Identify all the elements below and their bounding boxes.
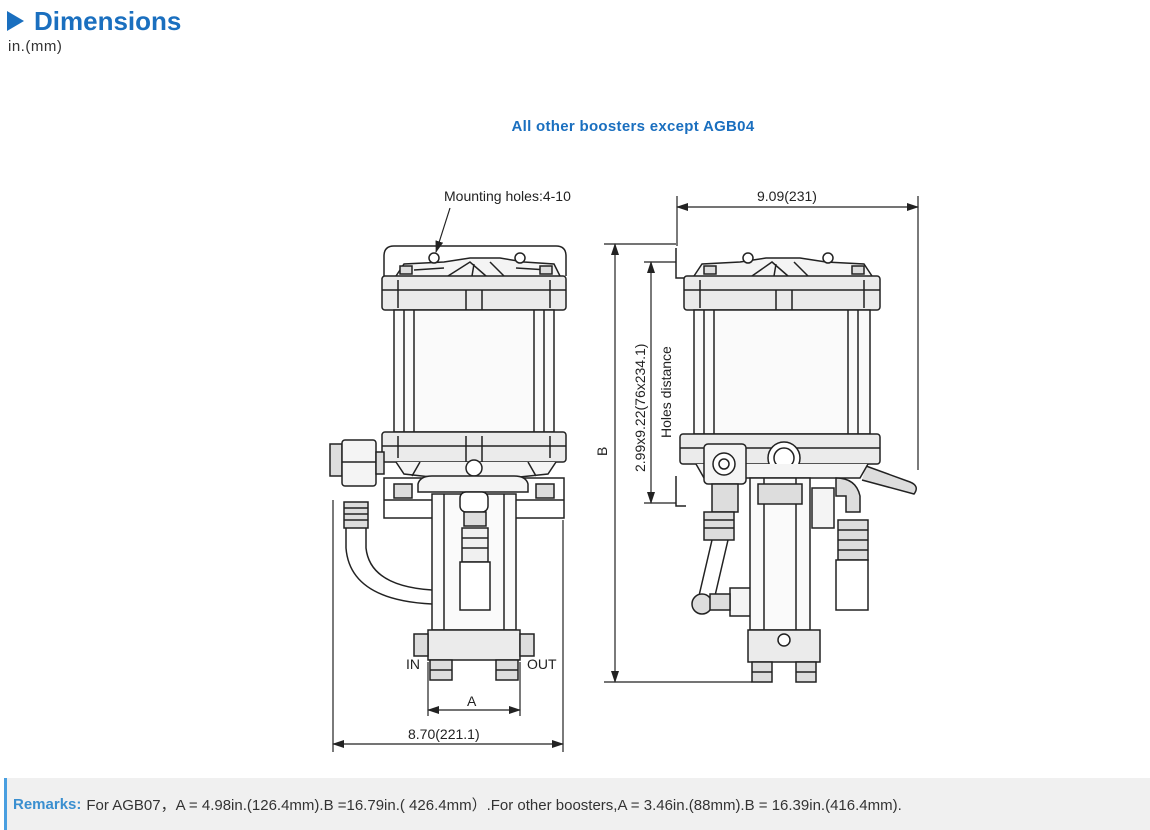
diagram-subtitle: All other boosters except AGB04 xyxy=(511,118,755,135)
holes-size-label: 2.99x9.22(76x234.1) xyxy=(632,344,648,472)
remarks-bar: Remarks: For AGB07，A = 4.98in.(126.4mm).… xyxy=(4,778,1150,830)
dim-b-label: B xyxy=(594,447,610,456)
play-triangle-icon xyxy=(7,11,24,31)
unit-label: in.(mm) xyxy=(8,38,63,55)
dim-b-height xyxy=(604,243,752,683)
holes-distance-label: Holes distance xyxy=(658,346,674,438)
page-title: Dimensions xyxy=(34,6,182,36)
remarks-text: For AGB07，A = 4.98in.(126.4mm).B =16.79i… xyxy=(86,796,902,814)
title-row: Dimensions xyxy=(7,6,181,36)
remarks-label: Remarks: xyxy=(13,795,82,813)
dim-a-label: A xyxy=(467,693,477,709)
port-in-label: IN xyxy=(406,656,420,672)
dim-a xyxy=(427,662,521,716)
dim-bottom-width xyxy=(332,500,564,752)
booster-dimension-drawing: Mounting holes:4-10 A IN OUT 8.70(221.1) xyxy=(329,188,919,752)
front-view xyxy=(329,245,567,681)
side-view xyxy=(675,248,917,683)
dim-top-width xyxy=(676,196,919,470)
dim-holes-distance xyxy=(644,261,676,504)
mounting-holes-callout xyxy=(435,207,451,253)
dim-top-width-label: 9.09(231) xyxy=(757,188,817,204)
header: Dimensions in.(mm) xyxy=(7,6,181,55)
mounting-holes-label: Mounting holes:4-10 xyxy=(444,188,571,204)
dim-bottom-width-label: 8.70(221.1) xyxy=(408,726,480,742)
port-out-label: OUT xyxy=(527,656,557,672)
